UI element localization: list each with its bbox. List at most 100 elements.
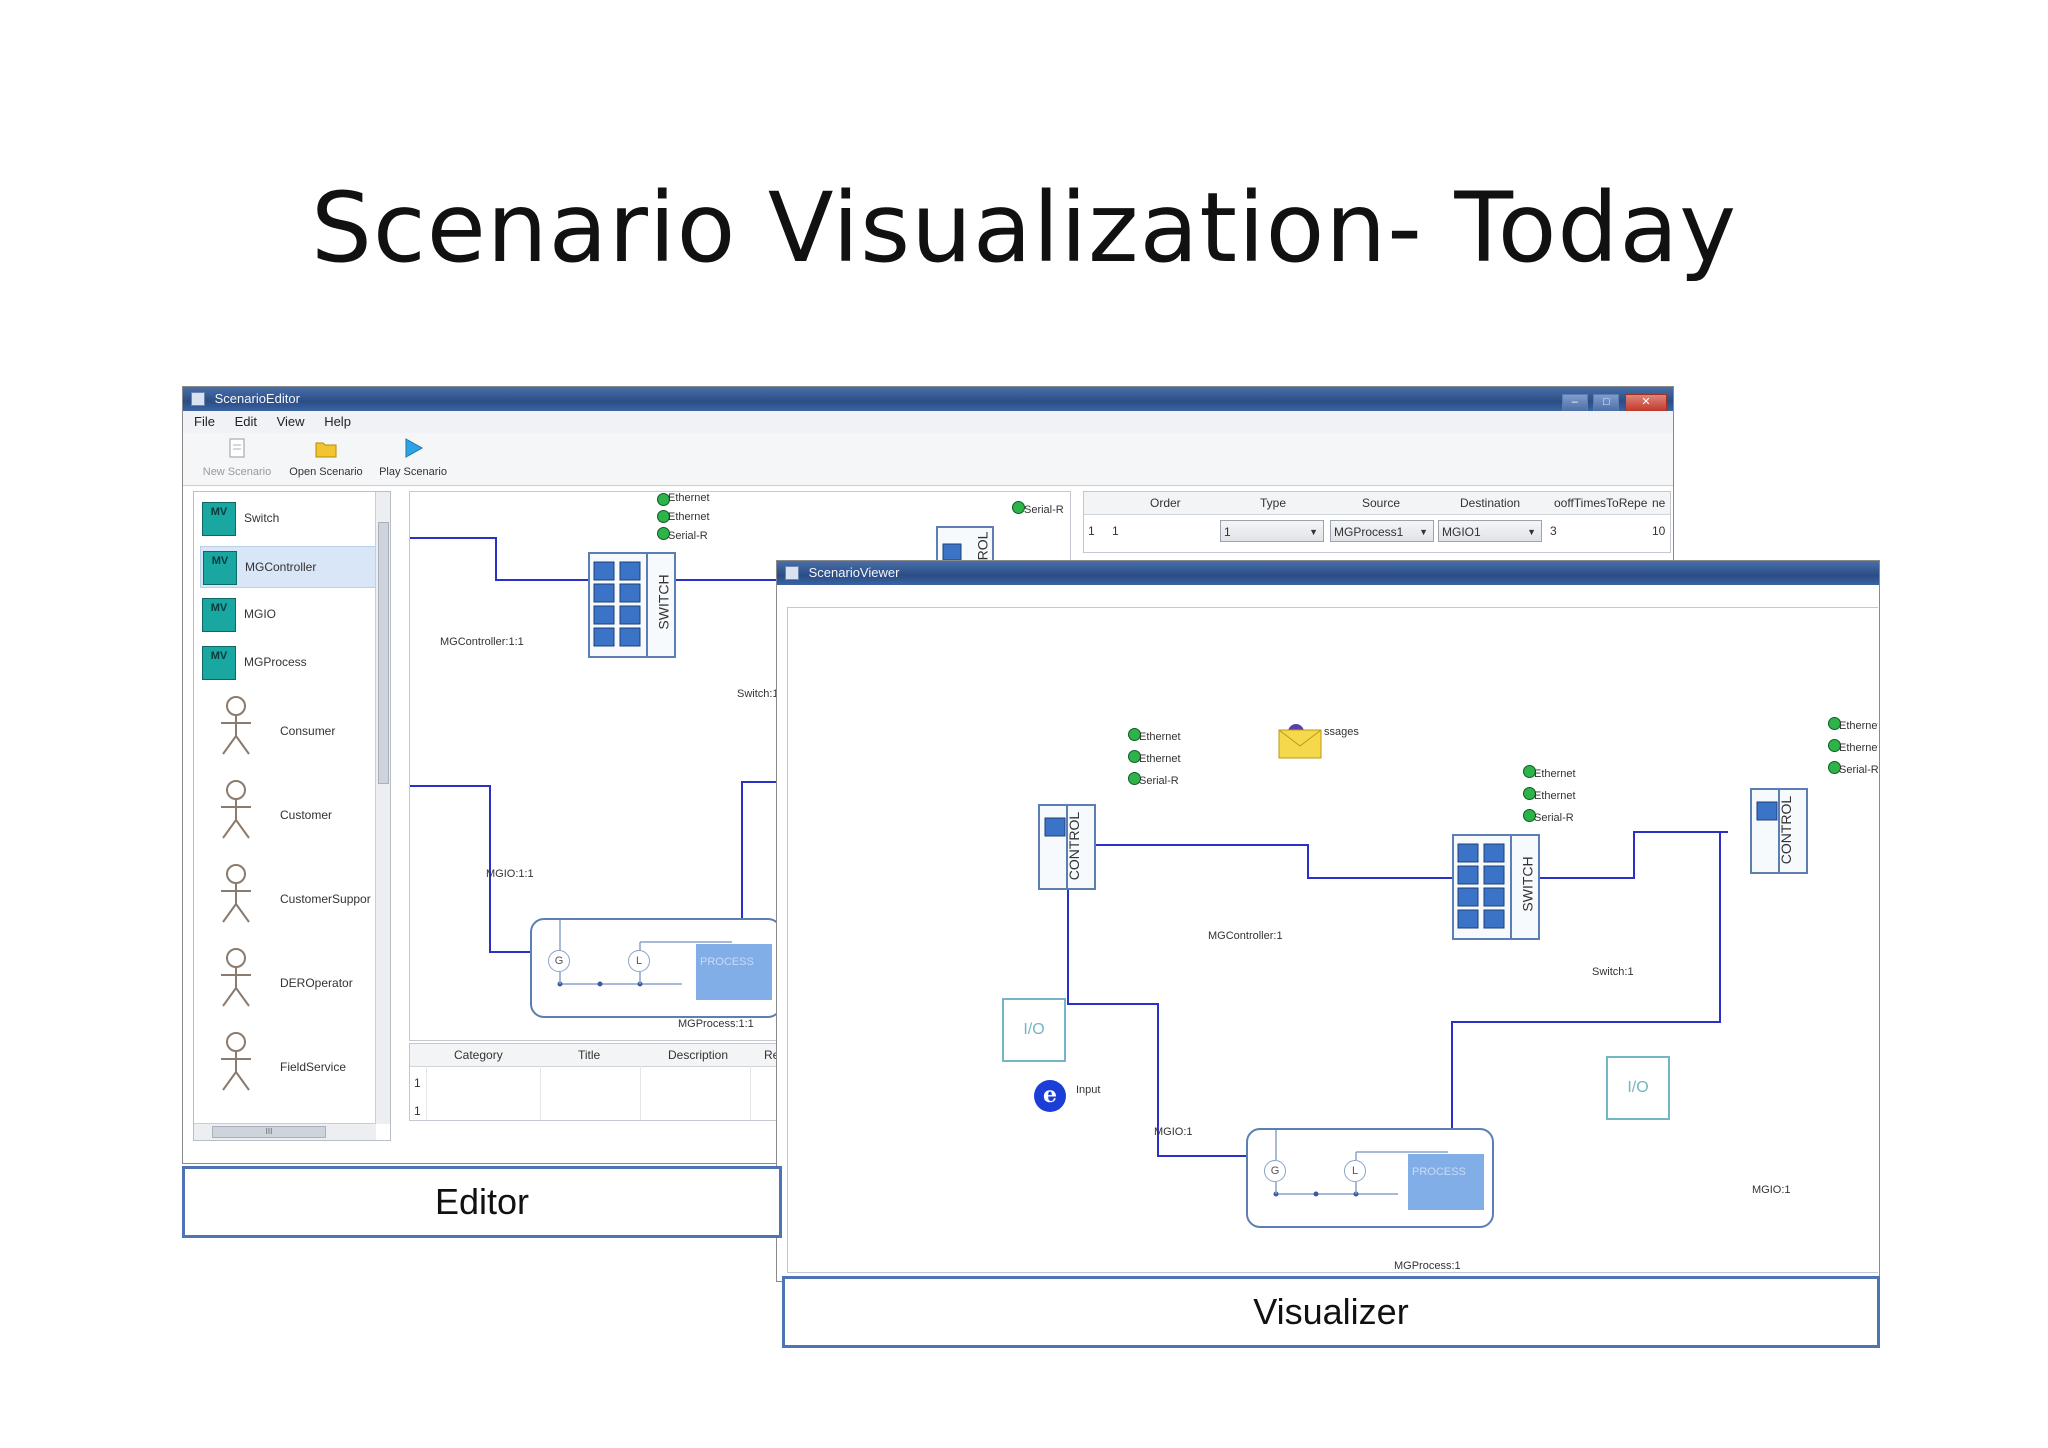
switch-ports-icon	[593, 561, 641, 647]
control-node-right[interactable]: CONTROL	[1750, 788, 1808, 874]
control-node-left[interactable]: CONTROL	[1038, 804, 1096, 890]
column-header-destination[interactable]: Destination	[1460, 496, 1521, 510]
palette-item-label: Customer	[280, 808, 333, 822]
new-scenario-button[interactable]: New Scenario	[197, 437, 277, 478]
grid-cell-order[interactable]: 1	[1112, 524, 1119, 538]
node-label-mgio-left: MGIO:1	[1154, 1126, 1193, 1138]
palette-vertical-scrollbar[interactable]	[375, 492, 390, 1124]
envelope-icon	[1278, 724, 1322, 759]
scroll-thumb[interactable]: III	[212, 1126, 326, 1138]
port-serial-icon[interactable]	[1128, 772, 1141, 785]
open-scenario-button[interactable]: Open Scenario	[283, 437, 369, 478]
port-serial-icon[interactable]	[1523, 809, 1536, 822]
port-serial-icon[interactable]	[1012, 501, 1025, 514]
palette-item-mgprocess[interactable]: MV MGProcess	[200, 642, 378, 682]
folder-icon	[315, 442, 337, 458]
port-serial-icon[interactable]	[657, 527, 670, 540]
process-node[interactable]: PROCESS G L	[1246, 1128, 1494, 1228]
column-header-times[interactable]: ooffTimesToRepe	[1554, 496, 1648, 510]
scroll-thumb[interactable]	[378, 522, 389, 784]
source-dropdown[interactable]: MGProcess1 ▼	[1330, 520, 1434, 542]
table-row[interactable]: 1	[414, 1076, 421, 1090]
palette-actor-deroperator[interactable]: DEROperator	[200, 944, 378, 1024]
type-dropdown[interactable]: 1▼	[1220, 520, 1324, 542]
palette-horizontal-scrollbar[interactable]: III	[194, 1123, 376, 1140]
node-label-switch: Switch:1	[1592, 966, 1634, 978]
column-header-title[interactable]: Title	[578, 1048, 601, 1062]
palette-item-label: MGProcess	[244, 655, 307, 669]
palette-item-label: FieldService	[280, 1060, 347, 1074]
column-header-order[interactable]: Order	[1150, 496, 1181, 510]
io-node-right[interactable]: I/O	[1606, 1056, 1670, 1120]
port-ethernet-icon[interactable]	[1828, 717, 1841, 730]
control-node-label: CONTROL	[1066, 811, 1083, 881]
chevron-down-icon: ▼	[1419, 527, 1428, 537]
palette-item-label: Switch	[244, 511, 280, 525]
port-label: Ethernet	[1534, 768, 1576, 780]
palette-item-mgio[interactable]: MV MGIO	[200, 594, 378, 634]
source-value: MGProcess1	[1334, 525, 1404, 539]
maximize-icon[interactable]: □	[1593, 394, 1620, 412]
generator-icon[interactable]: G	[548, 950, 570, 972]
scenario-step-grid[interactable]: Order Type Source Destination ooffTimesT…	[1083, 491, 1671, 553]
port-ethernet-icon[interactable]	[1523, 765, 1536, 778]
load-letter: L	[1351, 1165, 1359, 1177]
port-serial-icon[interactable]	[1828, 761, 1841, 774]
io-label: I/O	[1627, 1079, 1649, 1096]
palette-actor-fieldservice[interactable]: FieldService	[200, 1028, 378, 1108]
visualizer-caption: Visualizer	[782, 1276, 1880, 1348]
port-ethernet-icon[interactable]	[1828, 739, 1841, 752]
process-block-label: PROCESS	[1412, 1166, 1466, 1178]
input-e-icon[interactable]: e	[1034, 1080, 1066, 1112]
port-label: Ethernet	[1139, 753, 1181, 765]
viewer-canvas[interactable]: Ethernet Ethernet Serial-R ssages Ethern…	[787, 607, 1878, 1273]
messages-envelope[interactable]	[1278, 724, 1322, 760]
destination-dropdown[interactable]: MGIO1 ▼	[1438, 520, 1542, 542]
palette-actor-customersupport[interactable]: CustomerSuppor	[200, 860, 378, 940]
port-ethernet-icon[interactable]	[657, 493, 670, 506]
grid-cell-times[interactable]: 3	[1550, 524, 1557, 538]
chevron-down-icon: ▼	[1527, 527, 1536, 537]
switch-node[interactable]: SWITCH	[588, 552, 676, 658]
viewer-titlebar[interactable]: ScenarioViewer	[777, 561, 1879, 585]
e-letter: e	[1043, 1082, 1057, 1108]
column-header-source[interactable]: Source	[1362, 496, 1401, 510]
menu-help[interactable]: Help	[324, 414, 351, 429]
port-ethernet-icon[interactable]	[1128, 750, 1141, 763]
io-node-left[interactable]: I/O	[1002, 998, 1066, 1062]
table-row[interactable]: 1	[414, 1104, 421, 1118]
column-header-category[interactable]: Category	[454, 1048, 503, 1062]
generator-icon[interactable]: G	[1264, 1160, 1286, 1182]
port-label: Ethernet	[1139, 731, 1181, 743]
node-label-switch: Switch:1	[737, 688, 779, 700]
actor-icon	[221, 780, 251, 839]
palette-actor-consumer[interactable]: Consumer	[200, 692, 378, 772]
port-ethernet-icon[interactable]	[1523, 787, 1536, 800]
editor-titlebar[interactable]: ScenarioEditor – □ ✕	[183, 387, 1673, 412]
column-header-ne[interactable]: ne	[1652, 496, 1666, 510]
menu-view[interactable]: View	[276, 414, 305, 429]
palette-item-mgcontroller[interactable]: MV MGController	[200, 546, 380, 588]
grid-cell-ne[interactable]: 10	[1652, 524, 1666, 538]
actor-icon	[221, 948, 251, 1007]
menu-file[interactable]: File	[194, 414, 215, 429]
port-label: Ethernet	[1534, 790, 1576, 802]
load-icon[interactable]: L	[628, 950, 650, 972]
scroll-grip: III	[265, 1127, 273, 1136]
load-icon[interactable]: L	[1344, 1160, 1366, 1182]
play-scenario-button[interactable]: Play Scenario	[373, 437, 453, 478]
port-ethernet-icon[interactable]	[1128, 728, 1141, 741]
column-header-type[interactable]: Type	[1260, 496, 1287, 510]
column-header-description[interactable]: Description	[668, 1048, 729, 1062]
palette-item-switch[interactable]: MV Switch	[200, 498, 378, 538]
minimize-icon[interactable]: –	[1561, 394, 1588, 412]
switch-node[interactable]: SWITCH	[1452, 834, 1540, 940]
port-label: Ethernet	[1839, 742, 1878, 754]
menu-edit[interactable]: Edit	[234, 414, 257, 429]
destination-value: MGIO1	[1442, 525, 1481, 539]
port-ethernet-icon[interactable]	[657, 510, 670, 523]
palette-actor-customer[interactable]: Customer	[200, 776, 378, 856]
generator-letter: G	[1270, 1165, 1280, 1177]
close-icon[interactable]: ✕	[1625, 394, 1667, 412]
process-node[interactable]: PROCESS G L	[530, 918, 782, 1018]
